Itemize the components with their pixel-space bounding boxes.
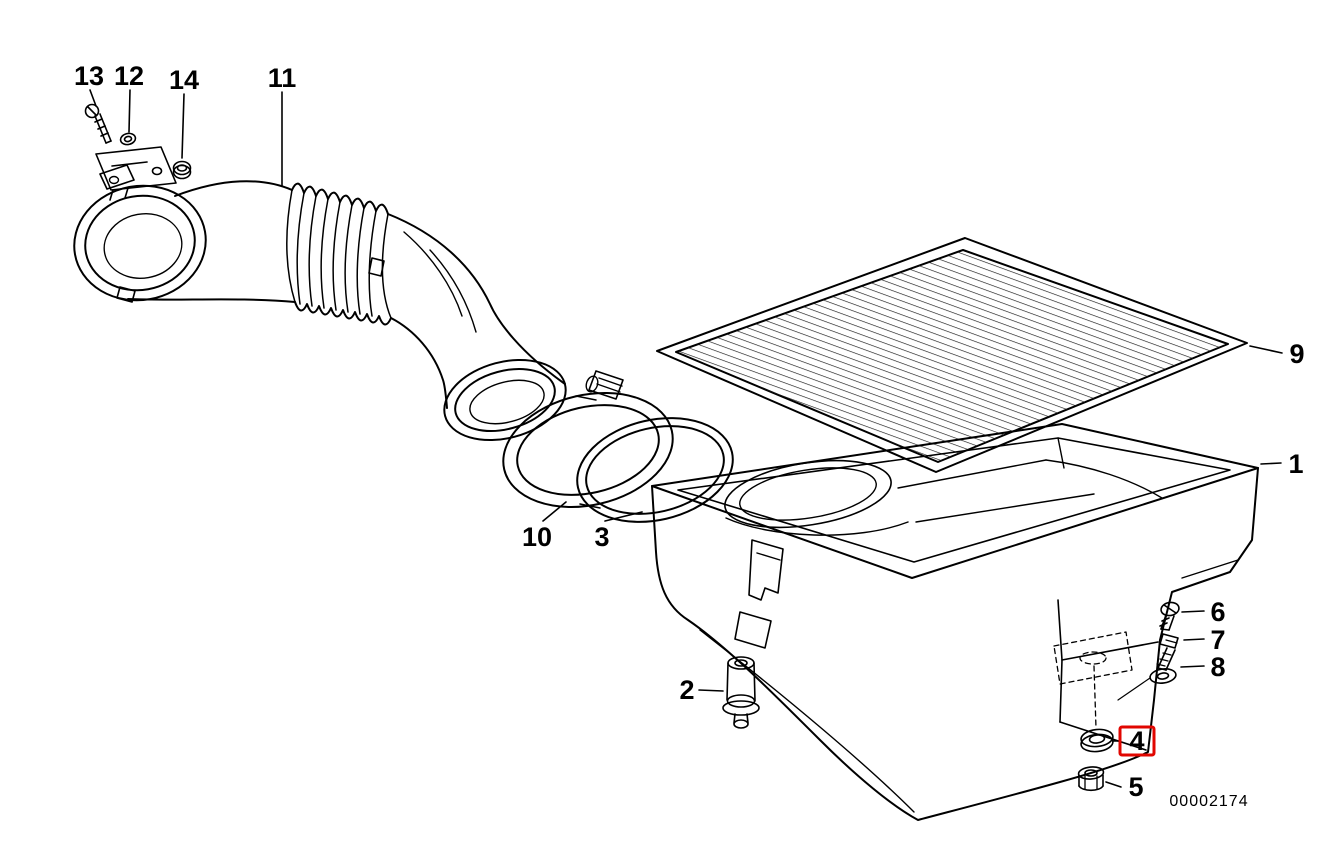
bolt-7-drawing: [1156, 633, 1179, 671]
nut-5-drawing: [1077, 766, 1105, 792]
part-label-7[interactable]: 7: [1210, 625, 1225, 655]
part-label-12[interactable]: 12: [114, 61, 144, 91]
washer-12-drawing: [119, 132, 137, 146]
part-label-1[interactable]: 1: [1288, 449, 1303, 479]
part-label-2[interactable]: 2: [679, 675, 694, 705]
highlight-box-part-4: [1118, 725, 1156, 757]
diagram-number: 00002174: [1169, 793, 1248, 810]
part-label-3[interactable]: 3: [594, 522, 609, 552]
screw-13-drawing: [84, 103, 112, 144]
part-label-6[interactable]: 6: [1210, 597, 1225, 627]
part-label-8[interactable]: 8: [1210, 652, 1225, 682]
rubber-mount-2-drawing: [722, 656, 760, 729]
air-cleaner-housing-drawing: [651, 423, 1259, 821]
part-labels: 13 12 14 11 10 3 9 1 2 6 7 8 4 5: [74, 61, 1305, 802]
part-label-5[interactable]: 5: [1128, 772, 1143, 802]
air-filter-element-drawing: [656, 237, 1248, 473]
part-label-13[interactable]: 13: [74, 61, 104, 91]
part-label-10[interactable]: 10: [522, 522, 552, 552]
part-label-9[interactable]: 9: [1289, 339, 1304, 369]
part-label-4[interactable]: 4: [1129, 726, 1144, 756]
sleeve-ring-10-drawing: [502, 392, 674, 509]
hose-clamp-3-drawing: [576, 370, 734, 523]
intake-hose-drawing: [73, 164, 567, 442]
leader-lines: [89, 89, 1283, 788]
nut-14-drawing: [172, 160, 192, 180]
screw-6-drawing: [1159, 601, 1180, 631]
part-label-11[interactable]: 11: [268, 63, 297, 93]
part-label-14[interactable]: 14: [169, 65, 199, 95]
mounting-bracket-drawing: [95, 146, 177, 201]
washer-8-drawing: [1149, 668, 1177, 684]
grommet-4-drawing: [1080, 728, 1114, 753]
